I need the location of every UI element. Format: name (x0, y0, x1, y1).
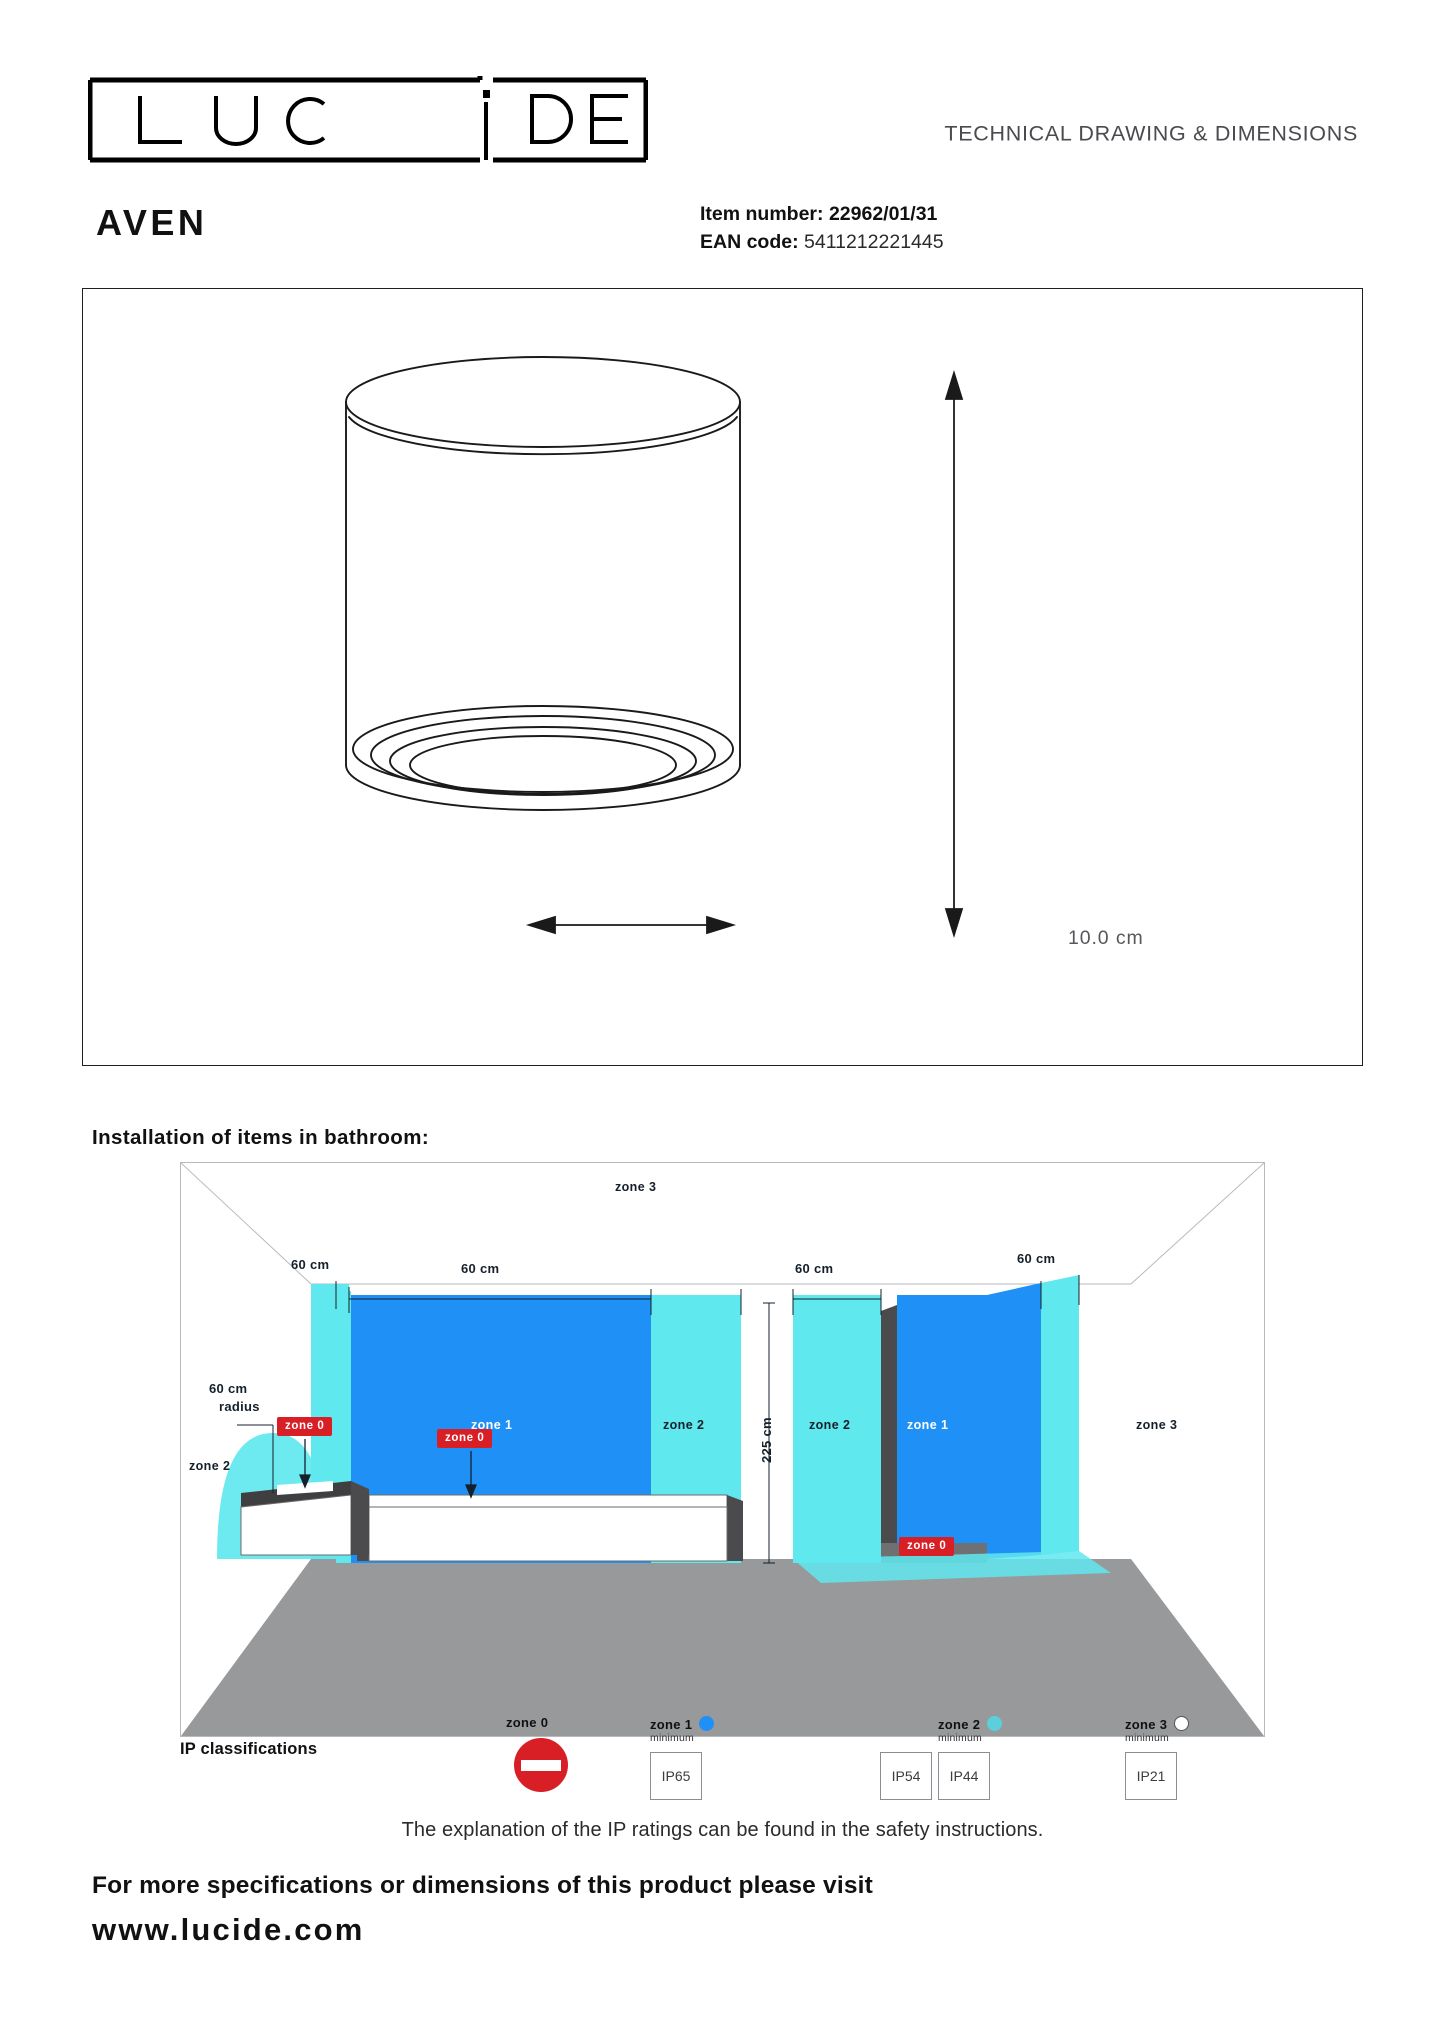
zone3-color-dot (1174, 1716, 1190, 1731)
dim-60-d: 60 cm (1017, 1251, 1056, 1266)
ip-zone1-minimum: minimum (650, 1732, 694, 1745)
bottom-ring-3 (389, 726, 697, 796)
zone2-shower-right (1041, 1275, 1079, 1555)
ip-ratings-note: The explanation of the IP ratings can be… (401, 1819, 1044, 1841)
radius-label-line2: radius (219, 1399, 260, 1414)
item-number-value: 22962/01/31 (828, 203, 938, 225)
ip-zone2-text: zone 2 (938, 1717, 981, 1732)
ip-zone1-label: zone 1 (650, 1716, 715, 1732)
bathroom-section-heading: Installation of items in bathroom: (92, 1126, 430, 1149)
ip-zone2-label: zone 2 (938, 1716, 1003, 1732)
radius-label-line1: 60 cm (209, 1381, 248, 1396)
product-meta: Item number: 22962/01/31 EAN code: 54112… (700, 200, 944, 257)
footer-website-url[interactable]: www.lucide.com (92, 1912, 365, 1947)
dim-60-a: 60 cm (291, 1257, 330, 1272)
ean-code-separator: : (792, 231, 799, 254)
product-drawing-svg (345, 356, 964, 939)
zone2-left-label: zone 2 (663, 1418, 705, 1432)
ean-code-label: EAN code (700, 231, 793, 254)
page-header: TECHNICAL DRAWING & DIMENSIONS (88, 62, 1358, 172)
ip-rating-ip21: IP21 (1125, 1751, 1177, 1800)
zone3-top-label: zone 3 (615, 1180, 657, 1194)
bathroom-zone-diagram: zone 3 60 cm 60 cm 60 cm 60 cm 225 cm 60… (180, 1162, 1265, 1737)
shower-glass-panel (881, 1305, 897, 1563)
ip-classifications-title: IP classifications (180, 1740, 318, 1758)
height-225-label: 225 cm (759, 1417, 774, 1463)
ip-zone3-ratings: IP21 (1125, 1751, 1189, 1800)
zone0-leader-arrows (299, 1439, 477, 1499)
ean-code-line: EAN code: 5411212221445 (700, 228, 944, 256)
lucide-logo-svg (88, 76, 648, 163)
ip-zone0-label: zone 0 (506, 1715, 549, 1730)
height-225-dimension-line (763, 1302, 775, 1564)
height-dimension-arrow (944, 369, 964, 939)
ip-zone2-minimum: minimum (938, 1732, 982, 1745)
bathtub-water-surface (368, 1494, 728, 1508)
bathroom-zone-svg (181, 1163, 1264, 1736)
product-name: AVEN (96, 202, 208, 243)
dim-60-b: 60 cm (461, 1261, 500, 1276)
ip-zone3-minimum: minimum (1125, 1732, 1169, 1745)
zone2-right-label: zone 2 (809, 1418, 851, 1432)
ip-zone3-label: zone 3 (1125, 1716, 1190, 1732)
zone3-top-label-wrap: zone 3 (615, 1179, 656, 1195)
zone1-shower (897, 1295, 987, 1559)
bathtub-body (368, 1506, 728, 1562)
radius-leader-line (237, 1424, 274, 1493)
width-dimension-arrow (525, 915, 737, 935)
zone0-shower-badge: zone 0 (899, 1537, 955, 1557)
ip-zone2-ratings: IP54 IP44 (880, 1751, 1002, 1800)
zone0-bath-badge: zone 0 (437, 1429, 493, 1449)
ip-item-zone2: zone 2 minimum IP54 IP44 (880, 1716, 1003, 1800)
ip-item-zone3: zone 3 minimum IP21 (1125, 1716, 1190, 1800)
height-dimension-label: 10.0 cm (1068, 927, 1144, 949)
cylinder-bottom-outer (345, 764, 741, 811)
header-title: TECHNICAL DRAWING & DIMENSIONS (944, 121, 1358, 146)
zone0-basin-badge: zone 0 (277, 1417, 333, 1437)
cylinder-top-inner (348, 416, 738, 456)
ip-rating-ip44: IP44 (938, 1751, 990, 1800)
technical-drawing-panel: 10.0 cm ø 9.0 cm (82, 288, 1363, 1333)
zone2-basin-label: zone 2 (189, 1459, 231, 1473)
shower-floor-zone2 (793, 1551, 1111, 1583)
page-footer: For more specifications or dimensions of… (92, 1872, 873, 1948)
zone1-shower-side (987, 1283, 1041, 1559)
cylinder-top-outer (345, 356, 741, 448)
zone2-shower-left (793, 1295, 881, 1563)
zone2-color-dot (987, 1716, 1003, 1731)
ean-code-value: 5411212221445 (804, 231, 944, 254)
ip-item-zone1: zone 1 minimum IP65 (650, 1716, 715, 1800)
product-title-row: AVEN Item number: 22962/01/31 EAN code: … (88, 200, 1358, 270)
zone1-color-dot (699, 1716, 715, 1731)
ip-rating-ip65: IP65 (650, 1751, 702, 1800)
ip-zone1-text: zone 1 (650, 1717, 693, 1732)
floor (181, 1559, 1264, 1736)
bottom-ring-1 (352, 705, 734, 793)
no-entry-icon (514, 1738, 568, 1793)
lucide-logo (88, 76, 648, 164)
ip-zone1-ratings: IP65 (650, 1751, 714, 1800)
zone3-right-label: zone 3 (1136, 1418, 1178, 1432)
item-number-label: Item number: (700, 203, 824, 225)
footer-text: For more specifications or dimensions of… (92, 1872, 874, 1899)
ip-item-zone0: zone 0 (506, 1715, 568, 1793)
zone1-left-label: zone 1 (471, 1418, 513, 1432)
item-number-line: Item number: 22962/01/31 (700, 200, 944, 228)
ip-rating-ip54: IP54 (880, 1751, 932, 1800)
vanity-side (351, 1481, 369, 1555)
ip-classification-row: IP classifications zone 0 zone 1 minimum… (180, 1715, 1265, 1836)
zone1-right-label: zone 1 (907, 1418, 949, 1432)
dim-60-c: 60 cm (795, 1261, 834, 1276)
bottom-ring-4 (409, 735, 677, 795)
ip-zone3-text: zone 3 (1125, 1717, 1168, 1732)
